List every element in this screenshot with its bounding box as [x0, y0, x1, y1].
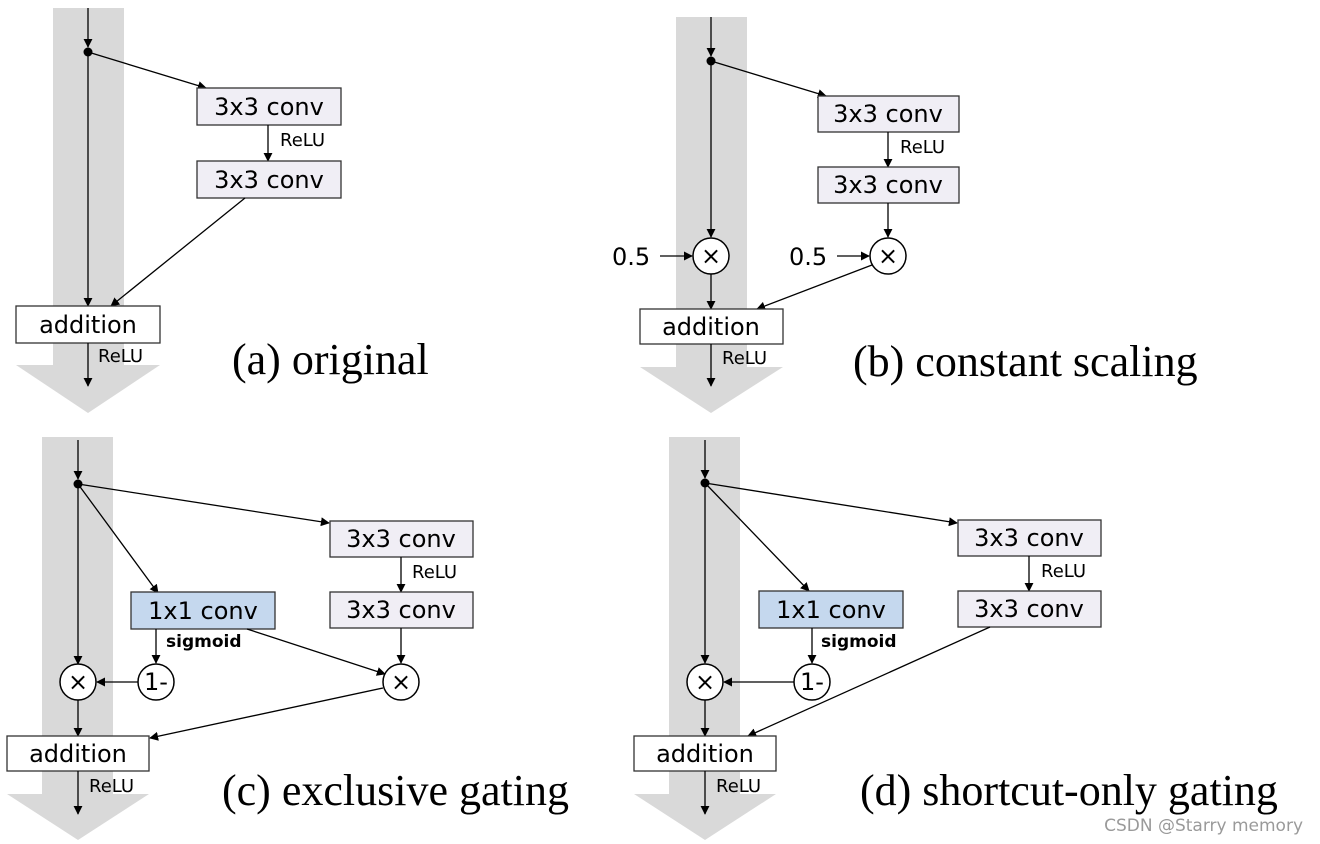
conv2-label: 3x3 conv: [833, 171, 943, 199]
caption-a: (a) original: [232, 335, 429, 384]
right-mult-to-add-arrow: [756, 264, 873, 311]
addition-label: addition: [656, 740, 754, 768]
conv1-label: 3x3 conv: [974, 524, 1084, 552]
multiply-right-icon: [869, 237, 907, 275]
one-minus-symbol: 1-: [144, 668, 168, 696]
gate-conv-label: 1x1 conv: [776, 596, 886, 624]
relu-out-label: ReLU: [98, 346, 143, 367]
multiply-right-symbol: ×: [391, 668, 411, 696]
relu-mid-label: ReLU: [900, 137, 945, 158]
residual-arrow: [747, 626, 991, 737]
branch-arrow: [710, 60, 827, 98]
gate-conv-label: 1x1 conv: [148, 597, 258, 625]
caption-b: (b) constant scaling: [853, 337, 1198, 386]
multiply-left-symbol: ×: [695, 668, 715, 696]
sigmoid-label: sigmoid: [821, 632, 897, 652]
gate-conv-box: [758, 590, 904, 629]
multiply-left-symbol: ×: [701, 242, 721, 270]
conv1-box: [329, 520, 474, 558]
branch-arrow: [77, 483, 330, 527]
conv2-box: [817, 166, 960, 204]
residual-arrow: [110, 197, 246, 307]
gate-branch-arrow: [704, 482, 810, 592]
right-mult-to-add-arrow: [149, 687, 384, 741]
conv2-label: 3x3 conv: [346, 596, 456, 624]
conv1-label: 3x3 conv: [833, 100, 943, 128]
addition-box: [15, 305, 161, 344]
conv2-label: 3x3 conv: [974, 595, 1084, 623]
relu-mid-label: ReLU: [280, 130, 325, 151]
watermark: CSDN @Starry memory: [1104, 816, 1303, 836]
conv1-label: 3x3 conv: [346, 525, 456, 553]
conv2-label: 3x3 conv: [214, 166, 324, 194]
multiply-right-symbol: ×: [878, 242, 898, 270]
branch-arrow: [704, 482, 958, 527]
conv1-label: 3x3 conv: [214, 93, 324, 121]
branch-arrow: [87, 51, 207, 90]
conv1-box: [957, 519, 1102, 557]
addition-label: addition: [39, 311, 137, 339]
relu-out-label: ReLU: [89, 776, 134, 797]
gate-branch-arrow: [77, 483, 159, 594]
conv1-box: [196, 87, 342, 126]
relu-mid-label: ReLU: [1041, 561, 1086, 582]
addition-box: [639, 308, 784, 345]
multiply-right-icon: [382, 663, 420, 701]
panel-a: 3x3 conv ReLU 3x3 conv addition ReLU (a)…: [15, 8, 429, 413]
relu-mid-label: ReLU: [412, 562, 457, 583]
conv2-box: [957, 590, 1102, 628]
addition-label: addition: [662, 313, 760, 341]
caption-d: (d) shortcut-only gating: [860, 766, 1278, 815]
panel-b: 3x3 conv ReLU 3x3 conv 0.5 × 0.5 × addit…: [612, 17, 1198, 413]
scale-left-label: 0.5: [612, 243, 650, 271]
relu-out-label: ReLU: [716, 776, 761, 797]
multiply-left-symbol: ×: [68, 668, 88, 696]
addition-label: addition: [29, 740, 127, 768]
gate-conv-box: [130, 591, 276, 630]
gate-to-right-mult-arrow: [246, 628, 386, 676]
conv2-box: [329, 591, 474, 629]
conv2-box: [196, 160, 342, 199]
caption-c: (c) exclusive gating: [222, 766, 569, 815]
one-minus-symbol: 1-: [800, 668, 824, 696]
panel-d: 3x3 conv ReLU 3x3 conv 1x1 conv sigmoid …: [633, 437, 1278, 840]
sigmoid-label: sigmoid: [166, 632, 242, 652]
relu-out-label: ReLU: [722, 348, 767, 369]
conv1-box: [817, 95, 960, 133]
scale-right-label: 0.5: [789, 243, 827, 271]
panel-c: 3x3 conv ReLU 3x3 conv 1x1 conv sigmoid …: [6, 437, 569, 840]
